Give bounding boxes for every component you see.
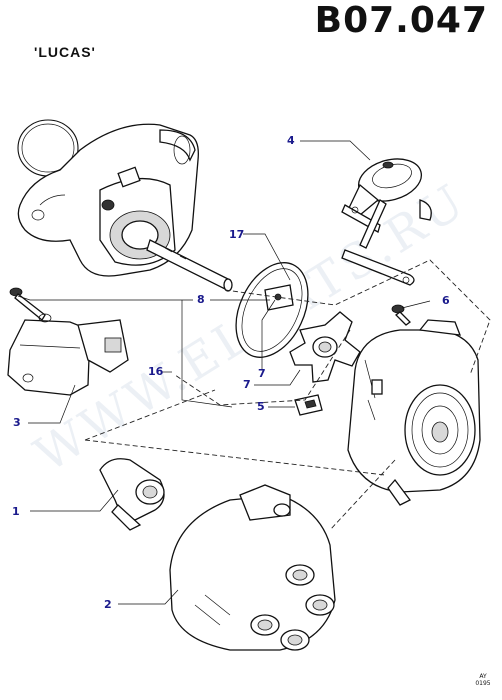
reluctor-plate [235, 262, 309, 358]
footer-code: AY 0195 [470, 673, 496, 687]
distributor-housing [347, 319, 481, 506]
distributor-body [17, 119, 233, 292]
assembly-lines [84, 259, 491, 531]
callout-1: 1 [12, 505, 20, 518]
callout-7-upper: 7 [258, 367, 266, 380]
rotor-star [289, 311, 361, 383]
callout-6: 6 [442, 294, 450, 307]
callout-7-lower: 7 [243, 378, 251, 391]
footer-code-line1: AY [479, 673, 487, 680]
diagram-subtitle: 'LUCAS' [34, 44, 96, 60]
distributor-cap [169, 484, 336, 651]
footer-code-line2: 0195 [475, 680, 491, 687]
callout-3: 3 [13, 416, 21, 429]
vacuum-unit [341, 158, 432, 286]
callout-8-upper: 8 [197, 293, 205, 306]
callout-4: 4 [287, 134, 295, 147]
callout-2: 2 [104, 598, 112, 611]
callout-16-left: 16 [148, 365, 164, 378]
ignition-module [7, 287, 129, 396]
rotor-arm [99, 458, 165, 531]
callout-5: 5 [257, 400, 265, 413]
screw-part-6 [391, 304, 411, 326]
diagram-code: B07.047 [314, 0, 488, 41]
leader-lines [17, 140, 431, 605]
small-clip [294, 394, 323, 416]
callout-17: 17 [229, 228, 245, 241]
